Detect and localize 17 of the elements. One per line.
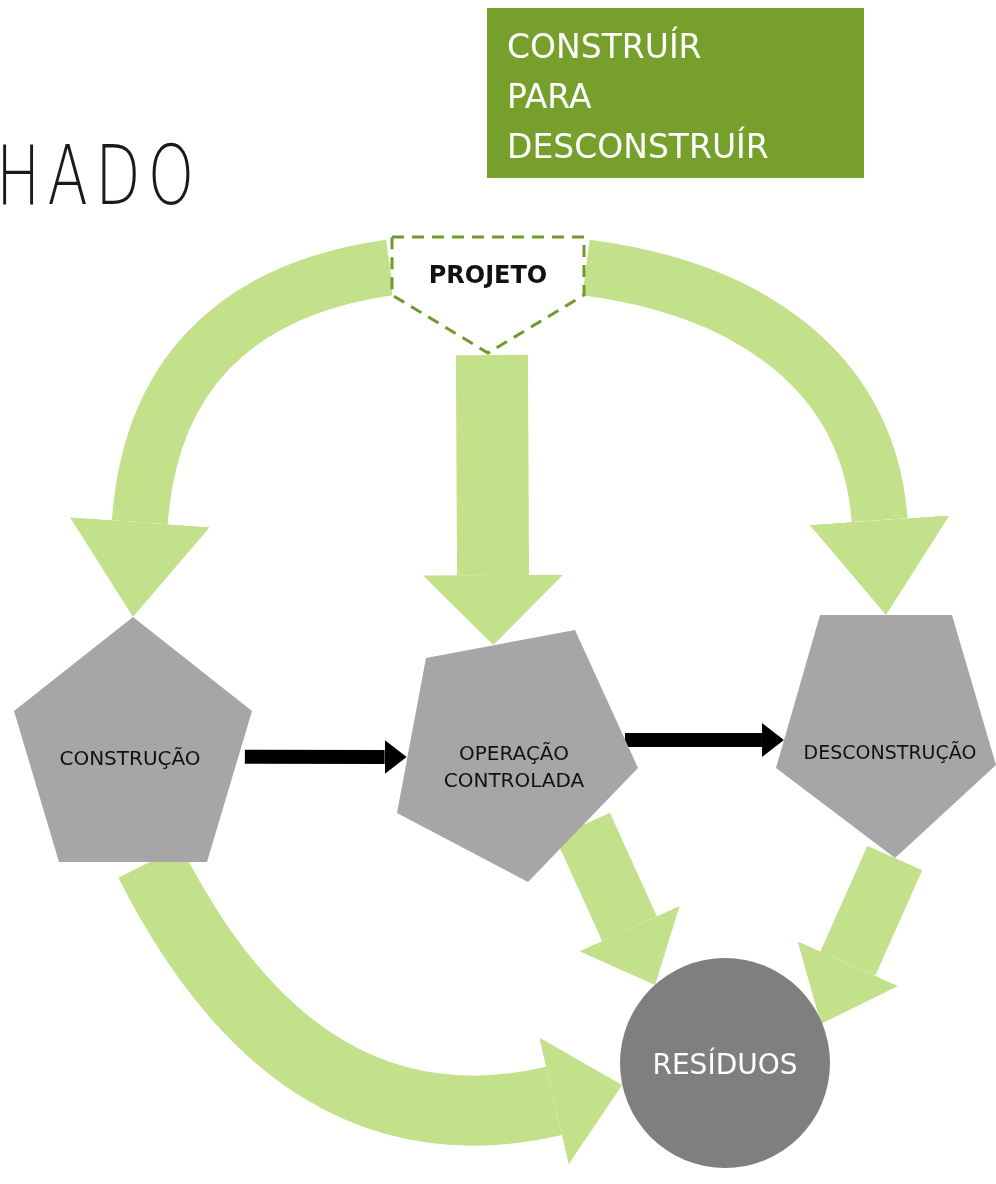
arrow [797, 845, 923, 1024]
arrow [423, 354, 564, 646]
heading-banner [487, 8, 864, 178]
dashed-pentagon [390, 235, 586, 355]
node-label: RESÍDUOS [651, 1046, 799, 1084]
node-label: OPERAÇÃO CONTROLADA [442, 740, 586, 794]
node-label: CONSTRUÇÃO [58, 744, 202, 772]
process-pentagon [776, 615, 996, 858]
heading: HADO [0, 128, 202, 223]
arrow [244, 739, 407, 774]
arrow [625, 722, 784, 757]
process-pentagon [14, 617, 252, 862]
node-label: PROJETO [427, 259, 549, 291]
banner-text: CONSTRUÍR PARA DESCONSTRUÍR [507, 25, 770, 168]
process-pentagon [397, 630, 638, 882]
circle-node [620, 958, 830, 1168]
node-label: DESCONSTRUÇÃO [802, 740, 978, 766]
